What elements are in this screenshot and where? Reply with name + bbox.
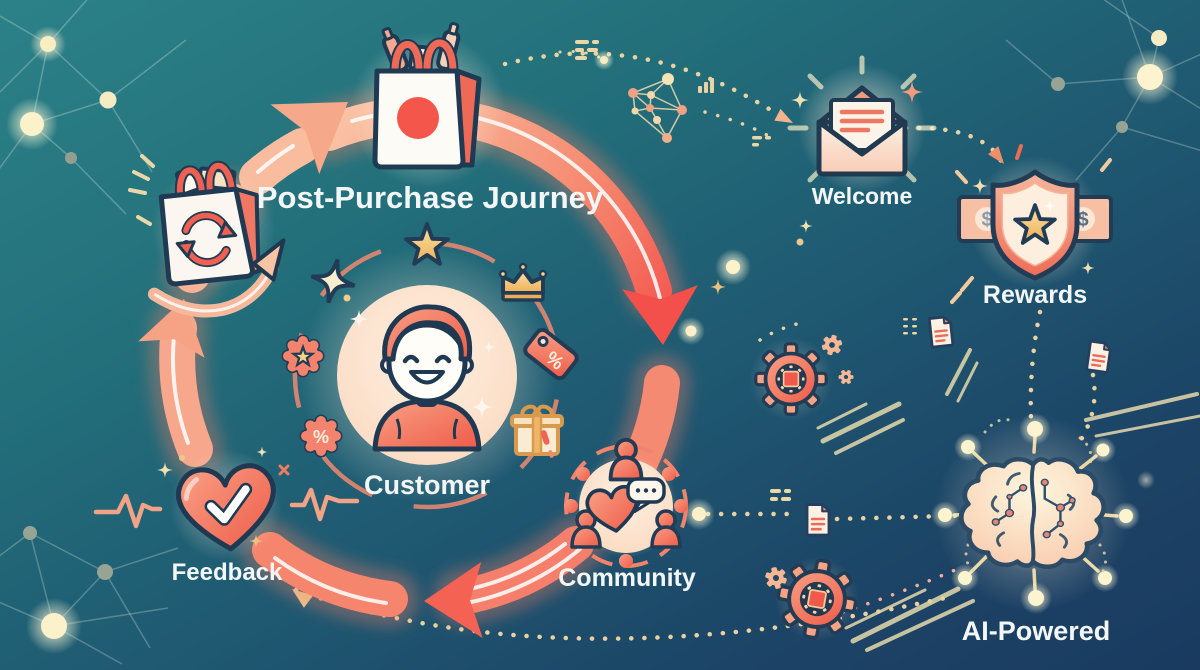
welcome-envelope-icon bbox=[787, 55, 937, 246]
dollar-glyph: $ bbox=[1077, 209, 1088, 231]
swoosh-arrowhead bbox=[251, 238, 286, 282]
dash-chip bbox=[575, 40, 599, 60]
document-icon bbox=[1085, 339, 1113, 374]
welcome-label: Welcome bbox=[812, 183, 913, 209]
gear-cluster-top bbox=[749, 332, 857, 421]
light-streaks bbox=[816, 348, 1200, 652]
percent-badge-icon: % bbox=[299, 414, 343, 458]
checkmark-icon bbox=[207, 485, 250, 524]
connector-bag-to-welcome bbox=[502, 51, 791, 124]
crown-icon bbox=[498, 262, 548, 302]
rays bbox=[128, 154, 155, 226]
letter-lines bbox=[839, 109, 885, 133]
community-group-icon bbox=[564, 437, 688, 568]
document-icon bbox=[927, 314, 955, 349]
radiating-dashes bbox=[950, 158, 1112, 304]
community-label: Community bbox=[558, 564, 696, 592]
feedback-label: Feedback bbox=[172, 559, 283, 586]
bag-dot bbox=[397, 97, 439, 139]
network-graph-icon bbox=[628, 73, 687, 143]
gear-cluster-bottom bbox=[763, 554, 862, 644]
dot-grid bbox=[903, 318, 917, 335]
chip-gear-icon bbox=[753, 341, 829, 417]
feedback-heart-icon bbox=[93, 446, 360, 561]
connector-welcome-to-rewards bbox=[903, 125, 1004, 164]
constellation-bottom-left bbox=[0, 526, 179, 665]
ai-powered-label: AI-Powered bbox=[962, 616, 1111, 646]
ring-segment-bottom-left bbox=[252, 532, 408, 617]
page-title: Post-Purchase Journey bbox=[257, 180, 604, 215]
avatar-hair bbox=[382, 304, 473, 362]
connector-orb-tail bbox=[558, 50, 606, 62]
discount-tag-icon: % bbox=[523, 327, 579, 381]
ring-segment-arrow-tail bbox=[239, 128, 320, 195]
connector-graph-dots bbox=[703, 110, 774, 140]
percent-glyph: % bbox=[313, 427, 329, 447]
repeat-purchase-bag-icon bbox=[128, 154, 286, 318]
dash-chips bbox=[575, 40, 917, 501]
brain-dotted-trails bbox=[964, 418, 1107, 575]
shopping-bag-icon bbox=[350, 22, 506, 188]
constellation-top-right bbox=[1005, 0, 1200, 181]
glow-orbs bbox=[594, 50, 1155, 530]
ai-brain-network-icon bbox=[931, 413, 1140, 614]
document-icon bbox=[805, 503, 831, 537]
rewards-shield-icon: $ $ bbox=[950, 144, 1113, 304]
rewards-label: Rewards bbox=[983, 281, 1087, 309]
ring-segment-bottom-right bbox=[444, 526, 594, 615]
bar-chart-icon bbox=[698, 78, 714, 93]
connector-gears-dots bbox=[758, 320, 805, 342]
connector-rewards-to-brain bbox=[1028, 309, 1043, 423]
gift-box-icon bbox=[510, 404, 564, 456]
dash-chip bbox=[770, 489, 791, 501]
constellation-top-left bbox=[0, 0, 187, 215]
speech-bubble-icon bbox=[626, 477, 666, 514]
customer-cluster: % % bbox=[281, 222, 579, 510]
dash-chip bbox=[752, 136, 771, 147]
brain-circuit bbox=[991, 478, 1076, 539]
refresh-arrows-icon bbox=[175, 211, 238, 268]
connector-community-to-brain-b bbox=[834, 512, 986, 522]
customer-label: Customer bbox=[364, 470, 491, 500]
brain-node-orbs bbox=[931, 413, 1140, 614]
dollar-glyph: $ bbox=[981, 209, 992, 231]
customer-avatar bbox=[337, 285, 517, 465]
cross-sparkle bbox=[278, 464, 290, 476]
pulse-lines bbox=[93, 487, 360, 529]
avatar-smile bbox=[409, 370, 445, 385]
star-badge-icon bbox=[281, 334, 325, 378]
red-dash-sparkle bbox=[540, 430, 554, 458]
